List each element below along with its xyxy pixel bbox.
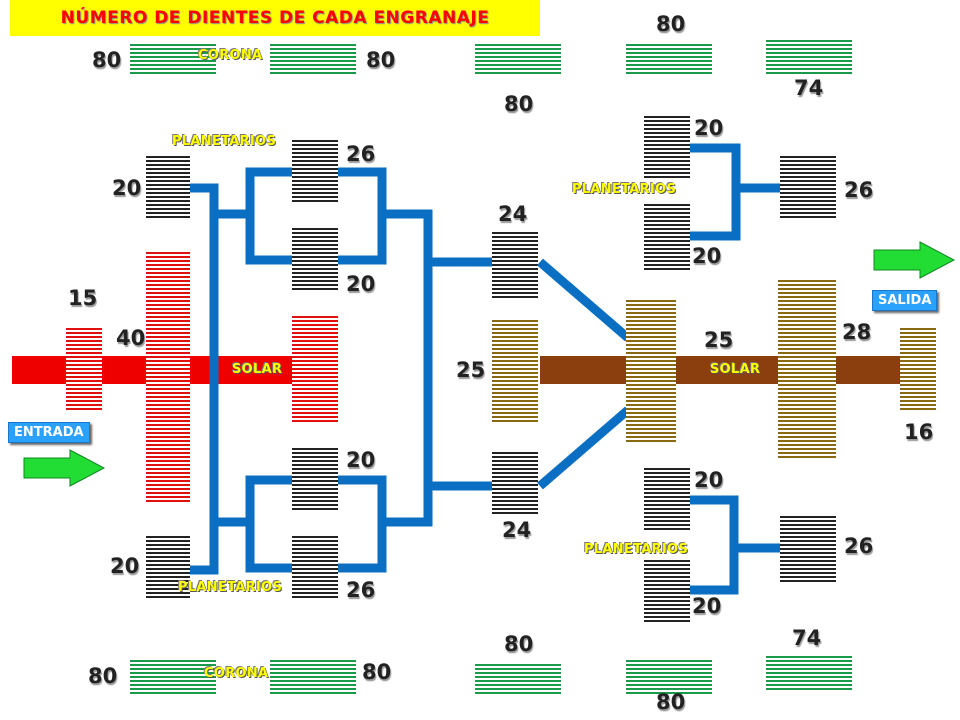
planet-2-upper-b xyxy=(644,204,690,270)
planetarios-label-2-top: PLANETARIOS xyxy=(572,182,677,197)
right-big-gear xyxy=(778,280,836,460)
input-gear xyxy=(66,328,102,410)
planet-2-upper-a xyxy=(644,116,690,180)
solar-label-2: SOLAR xyxy=(710,362,761,377)
salida-label: SALIDA xyxy=(872,290,938,311)
num-left-gear: 40 xyxy=(116,326,146,350)
num-input-gear: 15 xyxy=(68,286,98,310)
planetarios-label-2-bottom: PLANETARIOS xyxy=(584,542,689,557)
num-left-lower: 20 xyxy=(110,554,140,578)
num-mid-lower: 24 xyxy=(502,518,532,542)
num-corona3-bottom: 74 xyxy=(792,626,822,650)
num-corona1-bottom-left: 80 xyxy=(88,664,118,688)
planet-1-d xyxy=(292,536,338,600)
left-lower-gear xyxy=(146,536,190,600)
planet-2-upper-out xyxy=(780,156,836,218)
num-corona3-top: 74 xyxy=(794,76,824,100)
entrada-arrow-icon xyxy=(23,449,106,487)
num-corona1-top-right: 80 xyxy=(366,48,396,72)
num-mid-upper: 24 xyxy=(498,202,528,226)
left-upper-gear xyxy=(146,156,190,220)
mid-center-gear xyxy=(492,320,538,424)
salida-arrow-icon xyxy=(873,241,956,279)
ring-gear-1-bottom-a xyxy=(130,660,216,694)
mid-upper-gear xyxy=(492,232,538,298)
carrier-links-1 xyxy=(190,167,492,575)
planet-2-lower-out xyxy=(780,516,836,582)
num-corona2-top-sub: 80 xyxy=(504,92,534,116)
num-mid-center: 25 xyxy=(456,358,486,382)
carrier-links-2 xyxy=(690,143,780,595)
solar-label-1: SOLAR xyxy=(232,362,283,377)
entrada-label: ENTRADA xyxy=(8,422,90,443)
output-shaft xyxy=(540,356,900,384)
ring-gear-3-top xyxy=(766,40,852,74)
planet-1-c xyxy=(292,448,338,512)
ring-gear-2-top xyxy=(475,42,561,74)
sun-gear-2 xyxy=(626,298,676,442)
left-big-gear xyxy=(146,252,190,502)
num-right-gear: 28 xyxy=(842,320,872,344)
num-corona2-top: 80 xyxy=(656,12,686,36)
ring-gear-1-bottom-b xyxy=(270,660,356,694)
num-planet2-lower-a: 20 xyxy=(694,468,724,492)
num-planet1-b: 20 xyxy=(346,272,376,296)
corona-label-top: CORONA xyxy=(198,48,263,63)
page-title: NÚMERO DE DIENTES DE CADA ENGRANAJE xyxy=(60,8,490,28)
num-planet1-a: 26 xyxy=(346,142,376,166)
planet-1-b xyxy=(292,228,338,292)
mid-lower-gear xyxy=(492,452,538,516)
num-corona1-top-left: 80 xyxy=(92,48,122,72)
num-left-upper: 20 xyxy=(112,176,142,200)
planet-2-lower-a xyxy=(644,468,690,532)
num-planet2-upper-a: 20 xyxy=(694,116,724,140)
ring-gear-2-bottom xyxy=(475,664,561,696)
num-planet2-lower-out: 26 xyxy=(844,534,874,558)
planet-1-a xyxy=(292,140,338,204)
planet-2-lower-b xyxy=(644,558,690,622)
num-corona1-bottom-right: 80 xyxy=(362,660,392,684)
planetarios-label-1-bottom: PLANETARIOS xyxy=(178,580,283,595)
output-gear xyxy=(900,328,936,410)
ring-gear-3-bottom xyxy=(766,656,852,690)
num-output-gear: 16 xyxy=(904,420,934,444)
num-corona2-bottom-sub: 80 xyxy=(656,690,686,714)
num-planet1-c: 20 xyxy=(346,448,376,472)
corona-label-bottom: CORONA xyxy=(204,666,269,681)
num-planet2-lower-b: 20 xyxy=(692,594,722,618)
num-planet1-d: 26 xyxy=(346,578,376,602)
ring-gear-1-top-b xyxy=(270,42,356,74)
ring-gear-2-bottom-b xyxy=(626,660,712,694)
diagonal-links xyxy=(537,258,631,490)
sun-gear-1 xyxy=(292,316,338,422)
num-corona2-bottom: 80 xyxy=(504,632,534,656)
ring-gear-1-top-a xyxy=(130,42,216,74)
num-planet2-upper-out: 26 xyxy=(844,178,874,202)
title-box: NÚMERO DE DIENTES DE CADA ENGRANAJE xyxy=(10,0,540,36)
ring-gear-2-top-b xyxy=(626,42,712,74)
num-planet2-upper-b: 20 xyxy=(692,244,722,268)
num-sun2: 25 xyxy=(704,328,734,352)
planetarios-label-1-top: PLANETARIOS xyxy=(172,134,277,149)
